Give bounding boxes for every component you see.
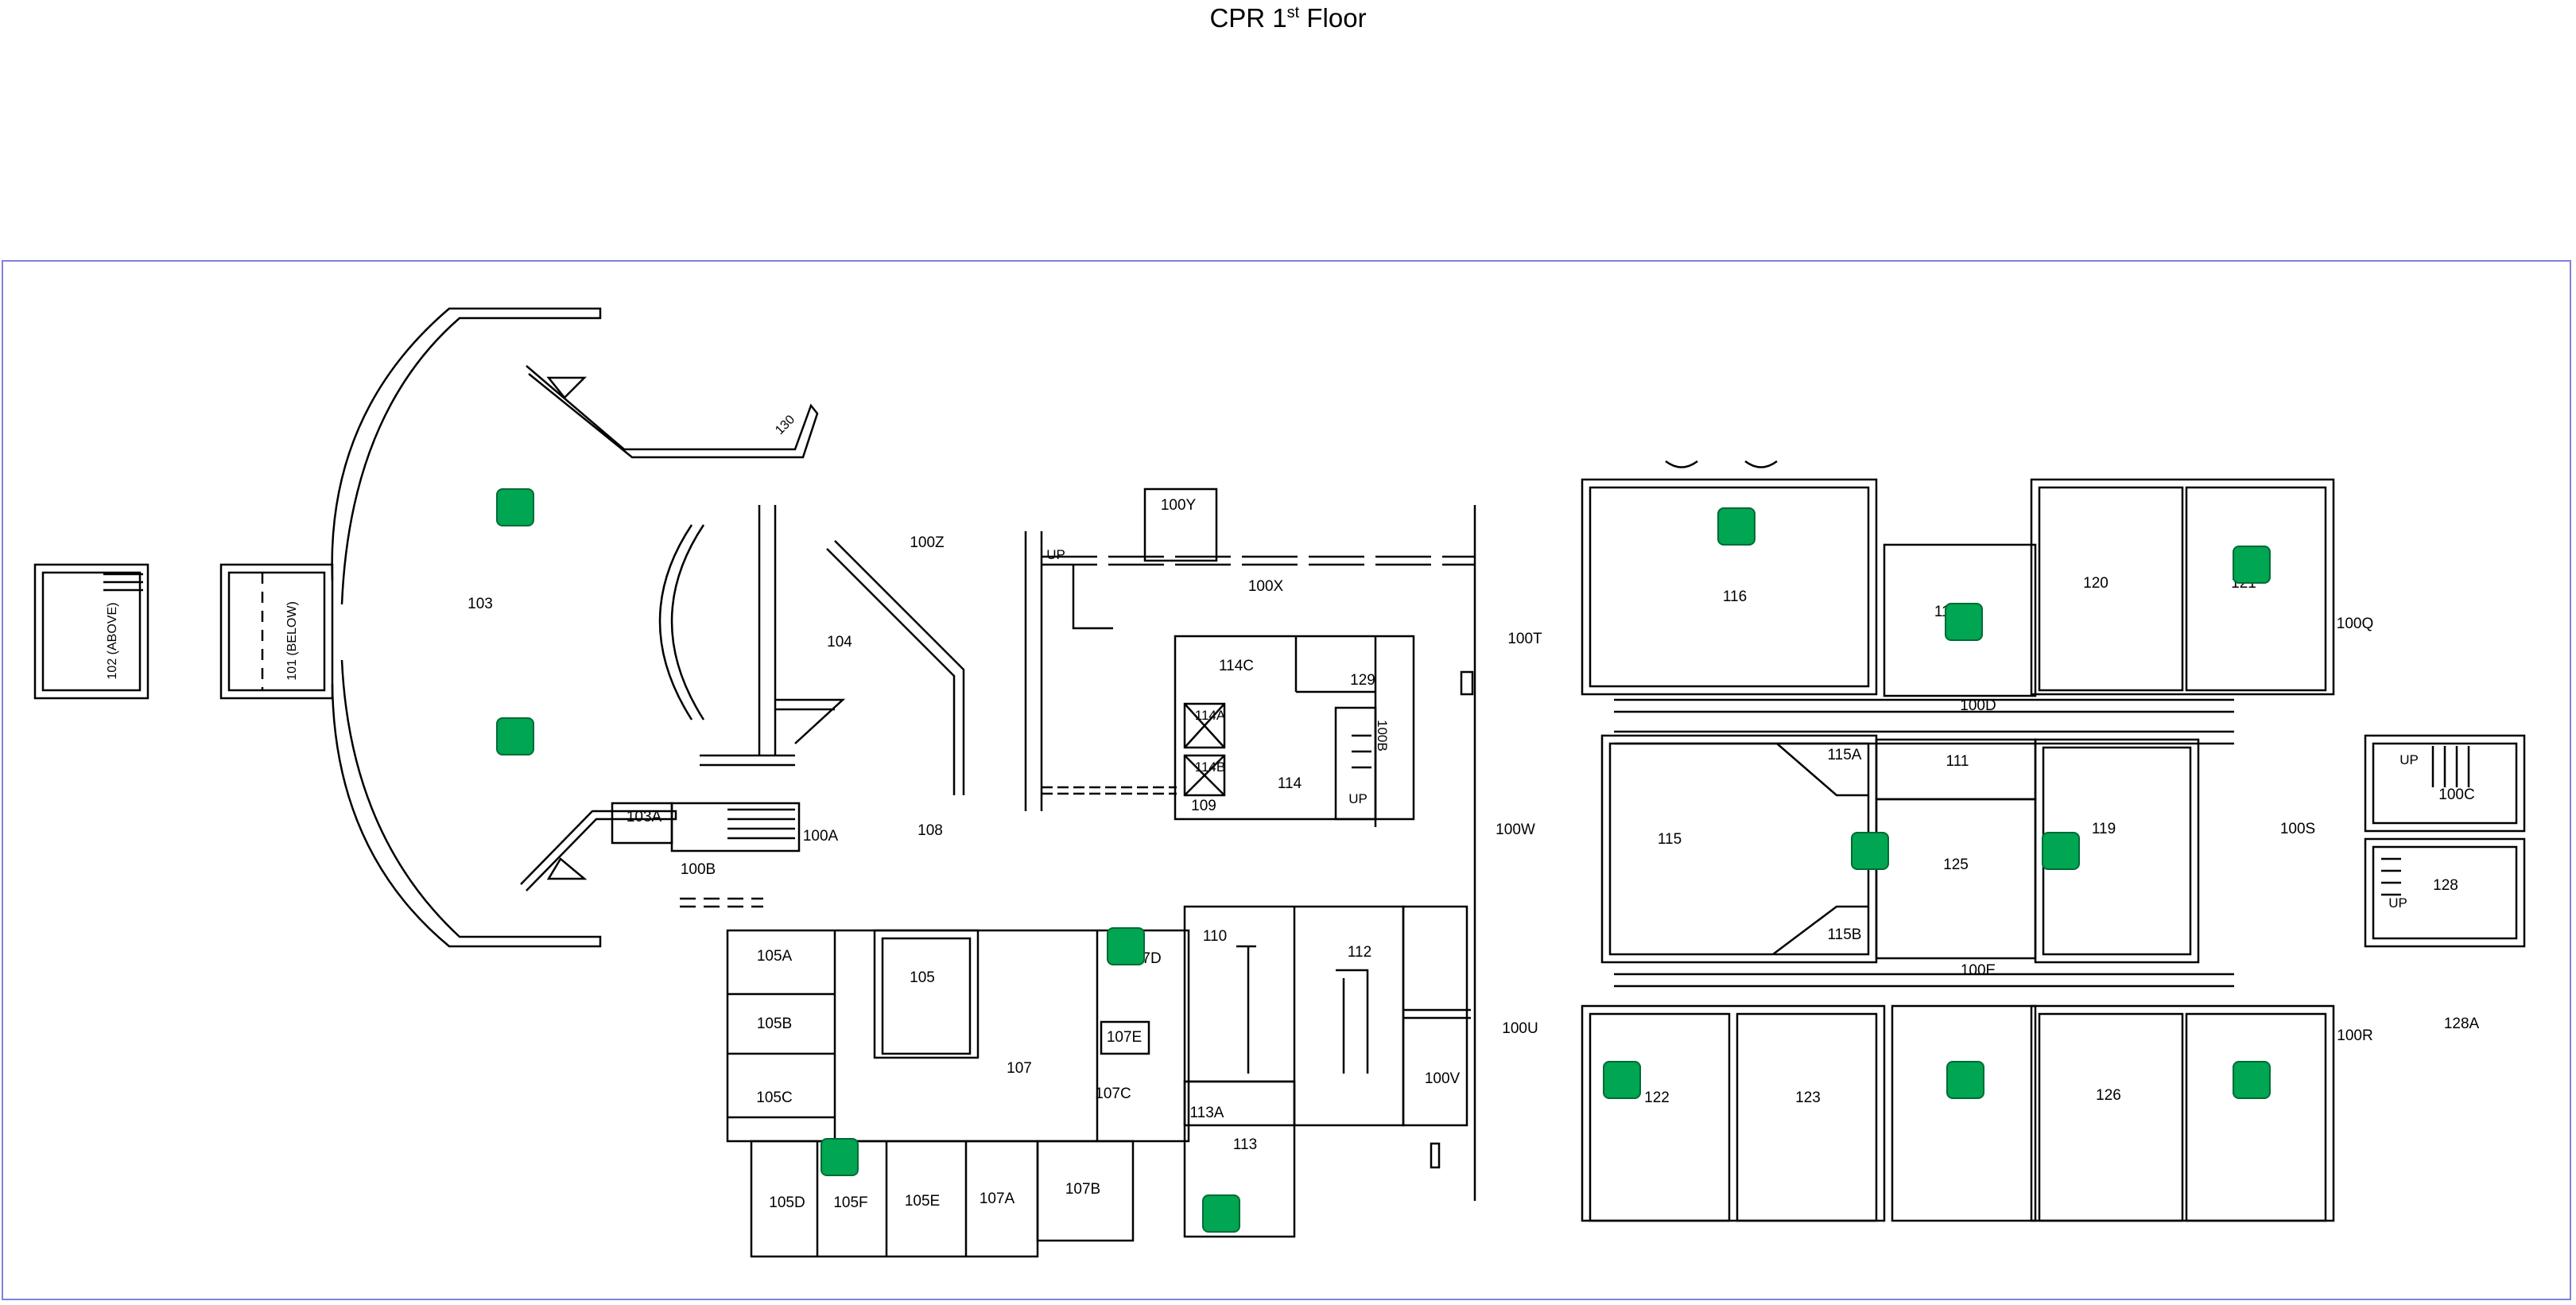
room-label-113: 113 xyxy=(1232,1136,1258,1153)
room-label-114c: 114C xyxy=(1218,658,1255,674)
room-label-105f: 105F xyxy=(833,1194,868,1211)
room-label-114b: 114B xyxy=(1194,759,1226,775)
page-title: CPR 1st Floor xyxy=(1209,3,1367,33)
room-label-100q: 100Q xyxy=(2336,616,2374,632)
room-label-105c: 105C xyxy=(756,1089,793,1106)
room-label-107b: 107B xyxy=(1065,1181,1101,1198)
room-label-112: 112 xyxy=(1347,944,1372,961)
room-label-105a: 105A xyxy=(756,948,793,965)
room-label-126: 126 xyxy=(2096,1087,2121,1104)
room-label-100d: 100D xyxy=(1960,697,1996,714)
room-label-115b: 115B xyxy=(1827,926,1862,943)
location-marker[interactable] xyxy=(496,717,534,755)
location-marker[interactable] xyxy=(2233,546,2271,584)
stair-up-label-4: UP xyxy=(2388,895,2407,911)
room-label-110: 110 xyxy=(1202,928,1228,945)
room-label-122: 122 xyxy=(1644,1089,1670,1106)
location-marker[interactable] xyxy=(821,1138,859,1176)
room-label-100v: 100V xyxy=(1424,1070,1461,1087)
stair-up-label-3: UP xyxy=(2399,752,2419,767)
location-marker[interactable] xyxy=(1603,1061,1641,1099)
room-label-100w: 100W xyxy=(1496,821,1535,838)
room-label-100b: 100B xyxy=(680,861,716,878)
room-label-100t: 100T xyxy=(1507,631,1542,647)
room-label-100a: 100A xyxy=(802,828,839,845)
room-label-107e: 107E xyxy=(1106,1029,1143,1046)
room-label-105d: 105D xyxy=(769,1194,805,1211)
room-label-107a: 107A xyxy=(979,1190,1015,1207)
room-label-100c: 100C xyxy=(2438,786,2475,803)
location-marker[interactable] xyxy=(1202,1194,1240,1233)
room-label-111: 111 xyxy=(1946,753,1969,770)
room-label-100b-stair: 100B xyxy=(1375,720,1390,752)
location-marker[interactable] xyxy=(1946,1061,1984,1099)
room-label-114: 114 xyxy=(1277,775,1302,792)
room-label-100z: 100Z xyxy=(910,534,945,551)
room-label-103: 103 xyxy=(467,596,493,612)
location-marker[interactable] xyxy=(2233,1061,2271,1099)
room-label-101: 101 (BELOW) xyxy=(285,601,299,681)
room-label-100u: 100U xyxy=(1502,1020,1538,1037)
room-label-105: 105 xyxy=(910,969,935,986)
location-marker[interactable] xyxy=(2042,832,2080,870)
location-marker[interactable] xyxy=(1945,603,1983,641)
room-label-105e: 105E xyxy=(904,1193,941,1210)
room-label-107: 107 xyxy=(1007,1060,1032,1077)
room-label-129: 129 xyxy=(1350,672,1375,689)
location-marker[interactable] xyxy=(1851,832,1889,870)
room-label-100e: 100E xyxy=(1960,962,1996,979)
location-marker[interactable] xyxy=(1107,927,1145,965)
room-label-128a: 128A xyxy=(2443,1016,2480,1032)
room-label-104: 104 xyxy=(827,634,852,651)
room-label-100y: 100Y xyxy=(1160,497,1197,514)
location-marker[interactable] xyxy=(1717,507,1755,546)
location-marker[interactable] xyxy=(496,488,534,526)
stair-up-label-2: UP xyxy=(1348,791,1368,806)
room-label-107c: 107C xyxy=(1095,1086,1131,1102)
room-label-116: 116 xyxy=(1722,588,1748,605)
room-label-113a: 113A xyxy=(1189,1105,1224,1121)
room-label-109: 109 xyxy=(1191,798,1216,814)
room-label-123: 123 xyxy=(1795,1089,1821,1106)
room-label-103a: 103A xyxy=(626,809,662,825)
room-label-119: 119 xyxy=(2091,821,2116,837)
room-label-105b: 105B xyxy=(756,1016,793,1032)
stair-up-label-1: UP xyxy=(1046,547,1065,562)
room-label-100r: 100R xyxy=(2337,1027,2373,1044)
room-label-102: 102 (ABOVE) xyxy=(106,602,119,680)
room-label-120: 120 xyxy=(2083,575,2109,592)
plan-frame xyxy=(2,260,2571,1300)
room-label-115a: 115A xyxy=(1827,747,1862,763)
room-label-125: 125 xyxy=(1943,856,1969,873)
room-label-100s: 100S xyxy=(2279,821,2316,837)
room-label-114a: 114A xyxy=(1194,708,1226,723)
room-label-108: 108 xyxy=(918,822,943,839)
room-label-100x: 100X xyxy=(1247,578,1284,595)
room-label-115: 115 xyxy=(1657,831,1682,848)
room-label-128: 128 xyxy=(2433,877,2458,894)
